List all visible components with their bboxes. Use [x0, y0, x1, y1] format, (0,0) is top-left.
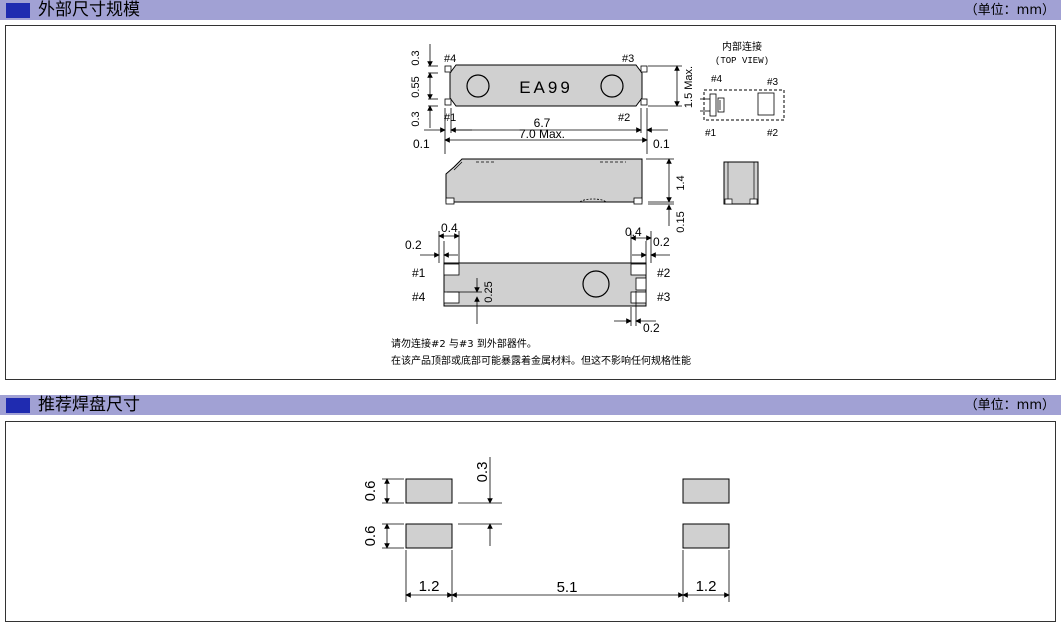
land-pattern-drawing: 0.6 0.6 0.3 1.2 5.1 1.2: [362, 457, 730, 602]
dim-label: 0.6: [362, 526, 379, 547]
land-pattern-panel: 0.6 0.6 0.3 1.2 5.1 1.2: [5, 421, 1056, 622]
section-marker-icon: [6, 3, 30, 18]
pin-label: #3: [622, 53, 634, 65]
unit-label: （单位：mm）: [964, 3, 1055, 18]
dim-label: 0.4: [625, 225, 642, 239]
dim-label: 0.3: [474, 462, 491, 483]
bottom-view: #1 #4 #2 #3 0.4 0.2 0.4: [405, 221, 671, 335]
dim-label: 6.7: [534, 116, 551, 130]
dim-label: 0.3: [410, 111, 422, 126]
internal-connection: 内部连接 (TOP VIEW) #4 #3 #1 #2: [700, 40, 785, 139]
dim-label: 0.4: [441, 221, 458, 235]
section-header-dimensions: 外部尺寸规模 （单位：mm）: [0, 0, 1061, 20]
dim-label: 0.25: [483, 281, 495, 302]
internal-subtitle: (TOP VIEW): [715, 56, 769, 66]
unit-label: （单位：mm）: [964, 398, 1055, 413]
note-line: 请勿连接#2 与#3 到外部器件。: [391, 339, 537, 350]
section-header-land-pattern: 推荐焊盘尺寸 （单位：mm）: [0, 395, 1061, 415]
top-view: EA99 #4 #3 #1 #2 0.3 0.55 0.3: [410, 44, 695, 154]
pin-label: #3: [767, 77, 779, 88]
dimensions-panel: EA99 #4 #3 #1 #2 0.3 0.55 0.3: [5, 25, 1056, 380]
dim-label: 0.2: [643, 321, 660, 335]
dim-label: 1.5 Max.: [683, 66, 695, 108]
dim-label: 1.4: [675, 175, 687, 190]
dim-label: 1.2: [696, 578, 717, 595]
internal-title: 内部连接: [722, 40, 762, 53]
pin-label: #2: [767, 128, 779, 139]
circle-mark-right: [600, 74, 624, 98]
pad: [405, 523, 453, 549]
dim-label: 0.1: [653, 137, 670, 151]
circle-mark-left: [466, 74, 490, 98]
pin-label: #4: [711, 74, 723, 85]
pin-label: #2: [618, 112, 630, 124]
dim-label: 0.15: [675, 211, 687, 232]
dim-label: 0.55: [410, 76, 422, 97]
pin-label: #1: [705, 128, 717, 139]
dim-label: 1.2: [419, 578, 440, 595]
pin-label: #3: [657, 290, 671, 304]
dim-label: 7.0 Max.: [519, 127, 565, 141]
pin-label: #1: [444, 112, 456, 124]
pin-label: #4: [412, 290, 426, 304]
pin-label: #2: [657, 266, 671, 280]
dim-label: 0.2: [653, 235, 670, 249]
dimensions-drawing: EA99 #4 #3 #1 #2 0.3 0.55 0.3: [405, 40, 785, 335]
section-title: 外部尺寸规模: [38, 0, 140, 20]
part-marking: EA99: [519, 78, 573, 97]
note-line: 在该产品顶部或底部可能暴露着金属材料。但这不影响任何规格性能: [391, 356, 691, 367]
section-title: 推荐焊盘尺寸: [38, 395, 140, 415]
pin-label: #1: [412, 266, 426, 280]
pin-label: #4: [444, 53, 456, 65]
pad: [682, 478, 730, 504]
section-marker-icon: [6, 398, 30, 413]
dim-label: 5.1: [557, 579, 578, 596]
dim-label: 0.6: [362, 481, 379, 502]
dim-label: 0.1: [413, 137, 430, 151]
side-view: 1.4 0.15: [445, 158, 759, 233]
dim-label: 0.2: [405, 238, 422, 252]
dim-label: 0.3: [410, 50, 422, 65]
pad: [682, 523, 730, 549]
pad: [405, 478, 453, 504]
